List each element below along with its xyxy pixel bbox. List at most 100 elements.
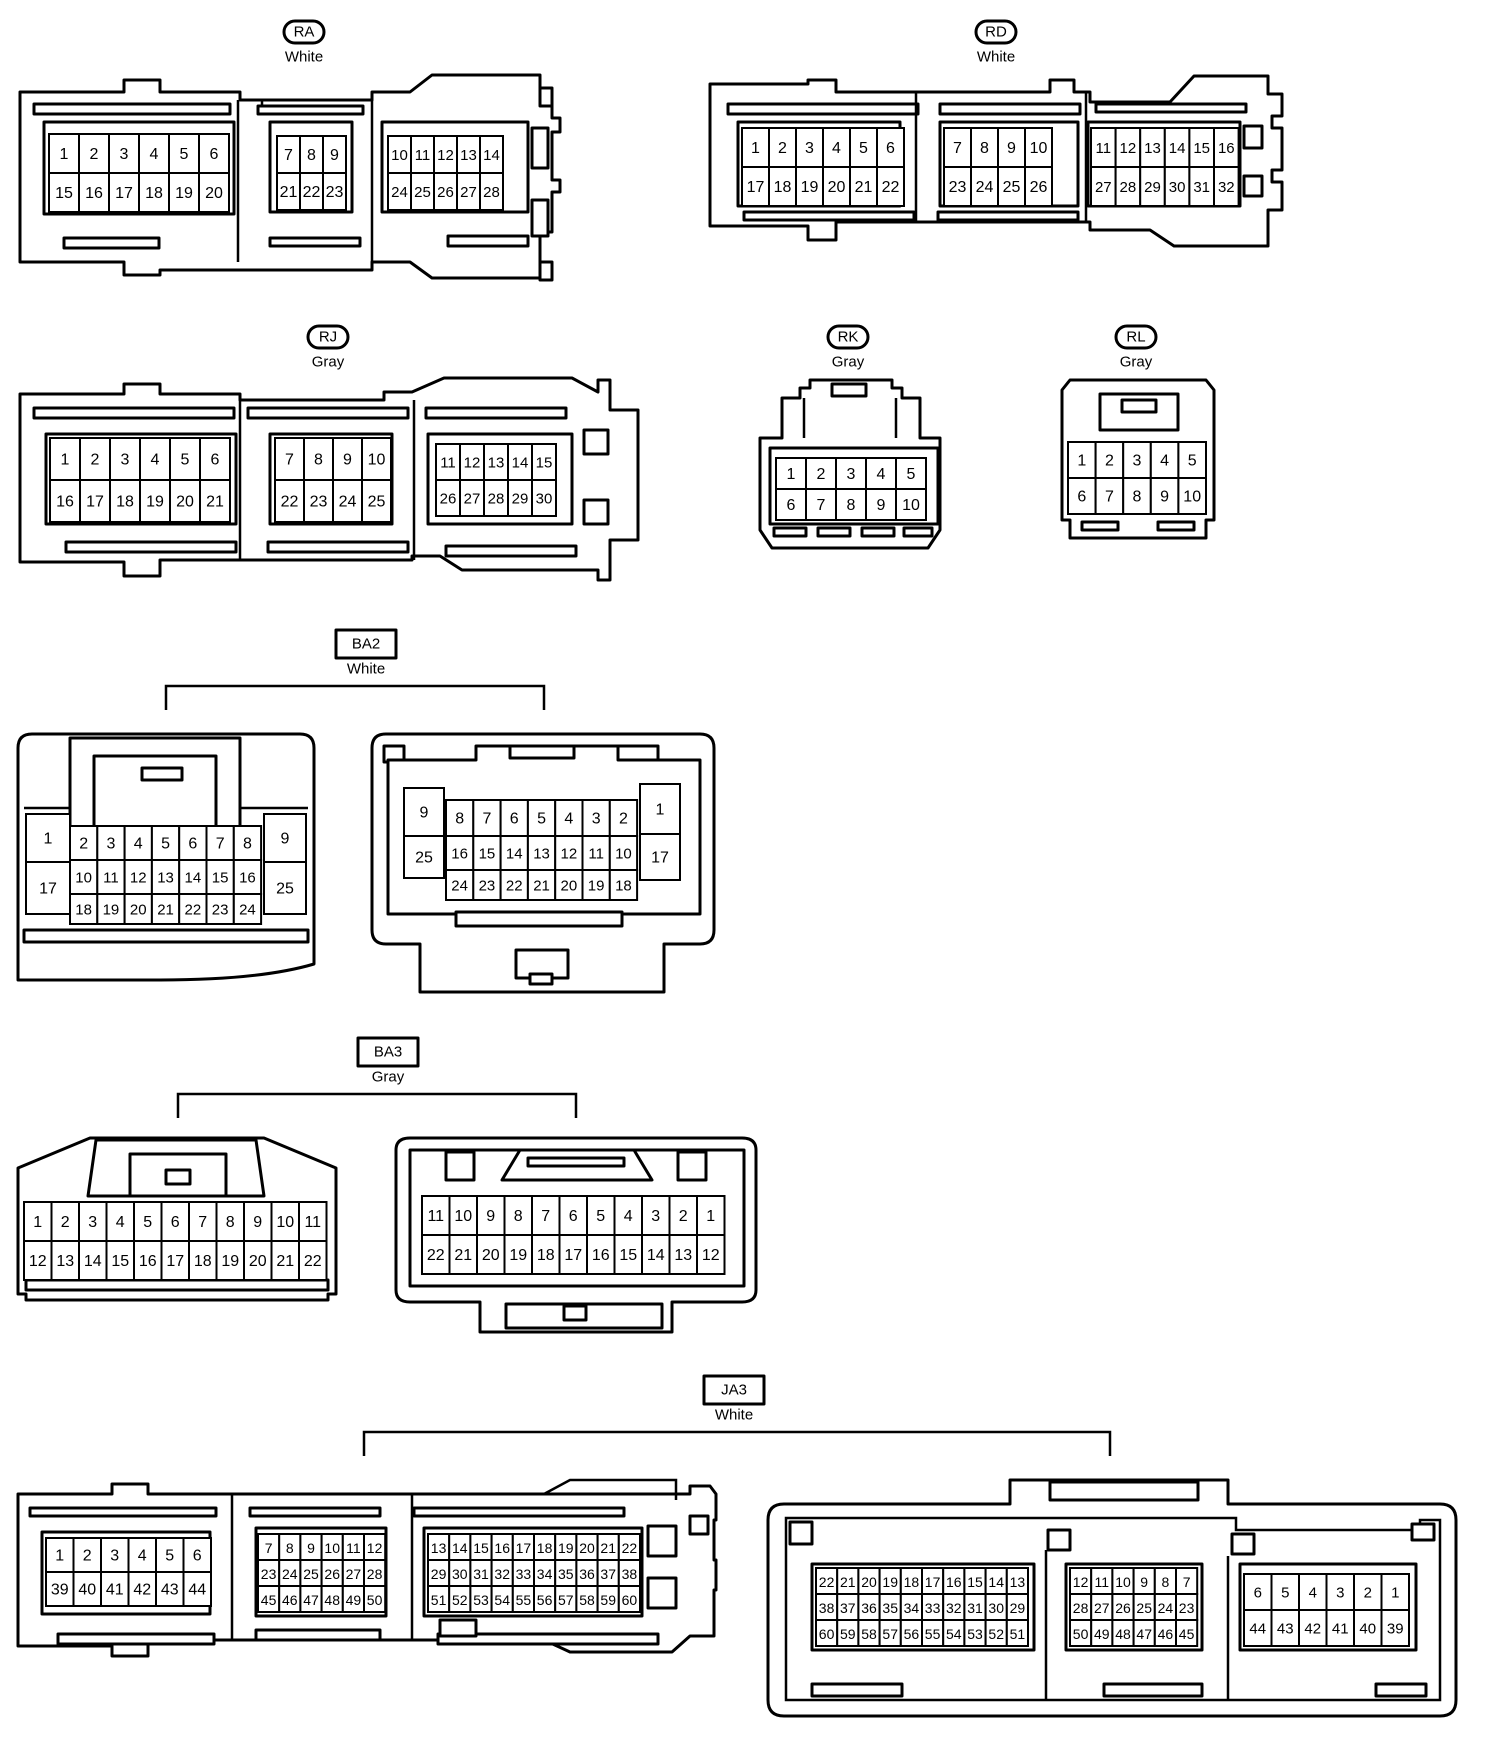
pin-number: 18: [116, 494, 134, 511]
pin-number: 27: [1095, 179, 1112, 196]
bottom-key: [772, 526, 808, 538]
latch-rail: [32, 102, 232, 116]
pin-number: 18: [904, 1574, 920, 1590]
pin-cell: [617, 1585, 641, 1613]
pin-number: 28: [1120, 179, 1137, 196]
pin-number: 32: [494, 1566, 510, 1582]
latch-rail: [454, 910, 624, 928]
pin-number: 29: [431, 1566, 447, 1582]
pin-cell: [499, 869, 529, 901]
pin-number: 24: [1158, 1600, 1174, 1616]
pin-number: 59: [840, 1626, 856, 1642]
pin-number: 10: [454, 1208, 472, 1225]
pin-cell: [970, 166, 999, 207]
connector-label-oval: [306, 324, 350, 350]
pin-cell: [876, 166, 905, 207]
pin-number: 22: [882, 179, 900, 196]
corner-tab: [676, 1150, 708, 1182]
pin-number: 19: [175, 185, 193, 202]
pin-number: 43: [161, 1582, 179, 1599]
housing-line: [543, 1478, 678, 1500]
latch-rail: [424, 406, 568, 420]
pin-number: 59: [600, 1592, 616, 1608]
connector-color-label: White: [285, 49, 323, 66]
pin-number: 24: [976, 179, 994, 196]
latch-rail: [248, 1506, 382, 1518]
lock-tab: [528, 972, 554, 986]
pin-number: 8: [226, 1214, 235, 1231]
pin-cell: [403, 787, 445, 837]
pin-number: 23: [326, 184, 344, 201]
pin-cell: [586, 1234, 616, 1275]
side-tab: [538, 260, 554, 282]
pin-number: 22: [185, 902, 202, 919]
pin-number: 25: [303, 1566, 319, 1582]
pin-cell: [332, 437, 363, 481]
pin-number: 6: [1077, 489, 1086, 506]
lock-tab: [830, 382, 868, 398]
latch-rail: [256, 104, 365, 116]
pin-cell: [232, 825, 263, 861]
pin-number: 21: [855, 179, 873, 196]
pin-number: 17: [925, 1574, 941, 1590]
pin-number: 19: [882, 1574, 898, 1590]
pin-cell: [133, 1201, 163, 1242]
pin-number: 18: [537, 1247, 555, 1264]
pin-number: 45: [261, 1592, 277, 1608]
pin-number: 9: [343, 452, 352, 469]
corner-tab: [788, 1520, 814, 1546]
pin-number: 18: [75, 902, 92, 919]
pin-number: 5: [165, 1548, 174, 1565]
connector-color-label: White: [715, 1407, 753, 1424]
pin-cell: [303, 479, 334, 523]
pin-number: 9: [1140, 1574, 1148, 1590]
pin-number: 21: [157, 902, 174, 919]
pin-number: 20: [130, 902, 147, 919]
pin-number: 25: [415, 850, 433, 867]
pin-number: 16: [239, 870, 256, 887]
pin-number: 6: [569, 1208, 578, 1225]
pin-cell: [96, 859, 126, 895]
side-tab: [688, 1514, 710, 1536]
pin-number: 17: [516, 1540, 532, 1556]
pin-number: 36: [579, 1566, 595, 1582]
side-slot: [582, 428, 610, 456]
pin-number: 14: [452, 1540, 468, 1556]
pin-cell: [613, 1195, 643, 1236]
pin-number: 10: [368, 452, 386, 469]
pin-cell: [943, 127, 972, 168]
pin-number: 11: [1095, 1574, 1110, 1590]
pin-number: 11: [304, 1214, 321, 1231]
connector-id-label: RK: [838, 329, 859, 346]
pin-number: 20: [249, 1253, 267, 1270]
pin-number: 26: [437, 184, 454, 201]
pin-cell: [1024, 127, 1053, 168]
pin-number: 26: [440, 491, 457, 508]
pin-number: 20: [176, 494, 194, 511]
pin-cell: [100, 1537, 130, 1573]
pin-cell: [1090, 166, 1117, 207]
latch-rail: [436, 1632, 660, 1646]
pin-number: 9: [281, 831, 290, 848]
pin-number: 28: [483, 184, 500, 201]
pin-number: 57: [882, 1626, 898, 1642]
pin-number: 16: [56, 494, 74, 511]
pin-number: 20: [861, 1574, 877, 1590]
pin-number: 28: [367, 1566, 383, 1582]
pin-number: 13: [1010, 1574, 1026, 1590]
pin-number: 4: [150, 146, 159, 163]
pin-cell: [274, 437, 305, 481]
pin-cell: [472, 799, 502, 837]
pin-cell: [123, 859, 153, 895]
latch-rail: [444, 544, 578, 558]
pin-number: 14: [988, 1574, 1004, 1590]
pin-number: 1: [61, 452, 70, 469]
latch-rail: [412, 1506, 626, 1518]
lock-tab: [438, 1618, 478, 1638]
pin-cell: [435, 479, 461, 517]
pin-number: 13: [488, 455, 505, 472]
latch-rail: [268, 236, 362, 248]
pin-number: 46: [1158, 1626, 1174, 1642]
pin-number: 10: [276, 1214, 294, 1231]
pin-cell: [169, 479, 201, 523]
